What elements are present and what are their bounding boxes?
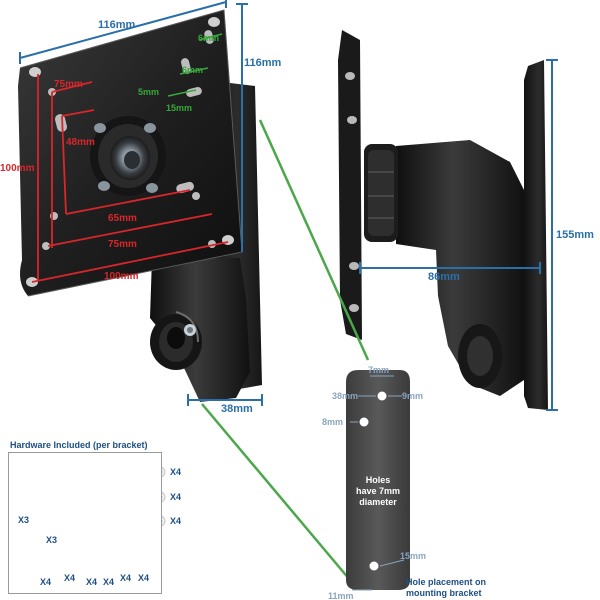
- bolt-qty-1: X4: [40, 577, 52, 587]
- plate-hole-left-label: 9mm: [402, 391, 424, 401]
- plate-caption-line1: Hole placement on: [406, 577, 487, 587]
- front-dimension-lines: [19, 0, 263, 406]
- vesa-65-label: 65mm: [108, 213, 137, 224]
- plate-note-line1: Holes: [365, 475, 391, 485]
- bolt-qty-6: X4: [138, 573, 150, 583]
- vesa-100-bottom-label: 100mm: [104, 271, 139, 282]
- slot-15-label: 15mm: [166, 103, 193, 113]
- side-view-bracket: [338, 30, 548, 410]
- plate-bottom-gap-label: 15mm: [400, 551, 427, 561]
- vesa-48-label: 48mm: [66, 137, 95, 148]
- anchors-qty: X3: [18, 515, 30, 525]
- hardware-title: Hardware Included (per bracket): [10, 440, 148, 450]
- vesa-75-top-label: 75mm: [54, 79, 83, 90]
- side-width-label: 86mm: [428, 271, 460, 283]
- front-depth-label: 38mm: [221, 403, 253, 415]
- front-side-height-label: 116mm: [244, 57, 282, 69]
- slot-green-lines: [167, 33, 223, 97]
- front-view-plate: [18, 9, 243, 297]
- plate-note-line2: have 7mm: [355, 486, 401, 496]
- side-dimension-lines: [359, 59, 558, 411]
- slot-6-top-label: 6mm: [198, 33, 220, 43]
- plate-top-gap-label: 7mm: [368, 365, 390, 375]
- connector-lines: [201, 119, 370, 581]
- vesa-75-bottom-label: 75mm: [108, 239, 137, 250]
- slot-5-label: 5mm: [138, 87, 160, 97]
- bolt-qty-5: X4: [120, 573, 132, 583]
- washers-bottom-qty: X4: [170, 516, 182, 526]
- screws-qty: X3: [46, 535, 58, 545]
- plate-left-offset-label: 38mm: [332, 391, 359, 401]
- washers-mid-qty: X4: [170, 492, 182, 502]
- bolt-qty-2: X4: [64, 573, 76, 583]
- front-top-width-label: 116mm: [98, 19, 136, 31]
- plate-edge-offset-label: 8mm: [322, 417, 344, 427]
- washers-top-qty: X4: [170, 467, 182, 477]
- vesa-red-lines: [31, 74, 229, 283]
- bolt-qty-4: X4: [103, 577, 115, 587]
- hardware-panel: [8, 452, 162, 594]
- side-height-label: 155mm: [556, 229, 594, 241]
- plate-bottom-width-label: 11mm: [328, 591, 354, 600]
- bolt-qty-3: X4: [86, 577, 98, 587]
- plate-caption-line2: mounting bracket: [406, 588, 482, 598]
- mounting-plate: [346, 370, 410, 591]
- vesa-100-side-label: 100mm: [0, 163, 35, 174]
- plate-note-line3: diameter: [359, 497, 397, 507]
- slot-6-mid-label: 6mm: [182, 65, 204, 75]
